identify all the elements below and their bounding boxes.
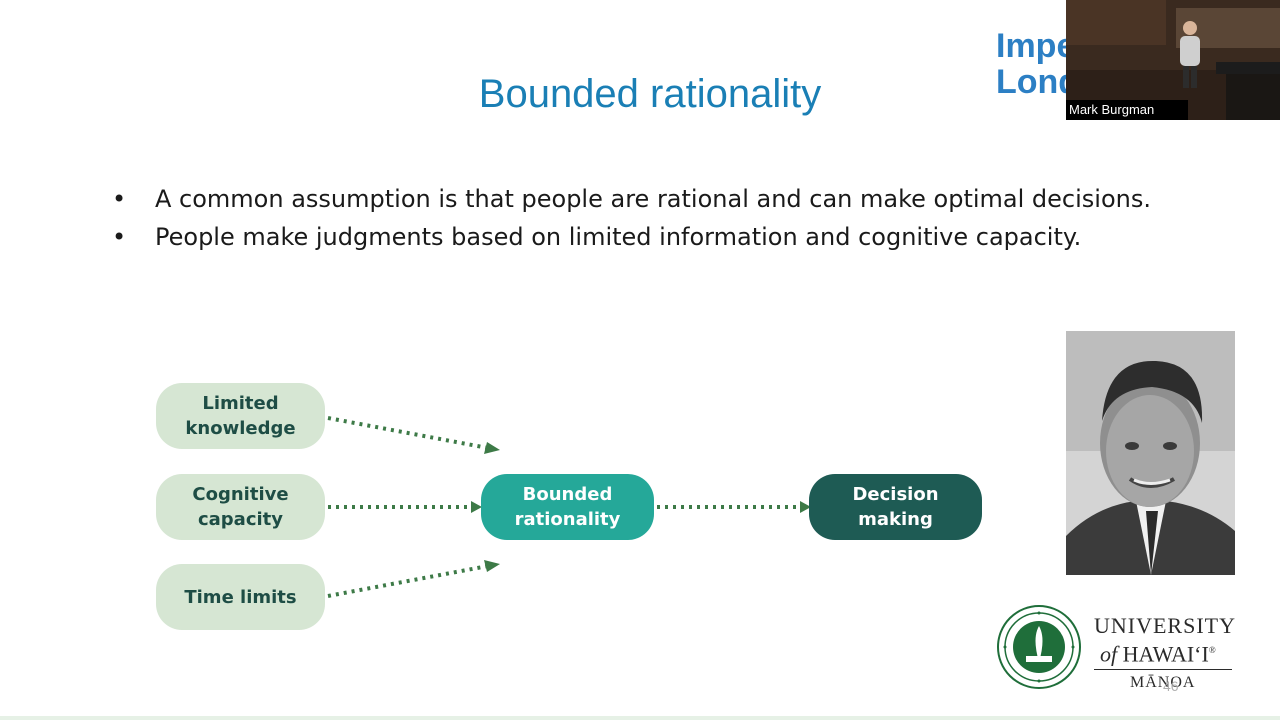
speaker-video[interactable] — [1066, 0, 1280, 120]
bullet-text: People make judgments based on limited i… — [155, 223, 1082, 251]
bullet-text: A common assumption is that people are r… — [155, 185, 1151, 213]
box-cognitive-capacity: Cognitive capacity — [156, 474, 325, 540]
logo-line: London — [996, 63, 1076, 100]
arrow-time-to-center — [327, 564, 489, 598]
speaker-video-image — [1066, 0, 1280, 120]
portrait-image — [1066, 331, 1235, 575]
imperial-logo: Imperial College London — [996, 28, 1076, 100]
arrowhead-decision — [800, 501, 811, 513]
uh-seal-icon — [997, 605, 1081, 689]
box-limited-knowledge: Limited knowledge — [156, 383, 325, 449]
uh-wordmark-line3: MĀNOA — [1130, 674, 1196, 692]
arrowhead-knowledge — [484, 442, 500, 454]
uh-wordmark-rule — [1094, 669, 1232, 671]
page-number: 46 — [1163, 678, 1179, 694]
arrowhead-time — [484, 560, 500, 572]
bullet-marker: • — [112, 185, 127, 213]
box-decision-making: Decision making — [809, 474, 982, 540]
uh-wordmark-of: of — [1100, 641, 1118, 667]
bullet-item: • A common assumption is that people are… — [112, 180, 1192, 218]
uh-wordmark: UNIVERSITY of HAWAIʻI® MĀNOA — [1094, 613, 1236, 692]
box-label: Limited knowledge — [185, 393, 296, 439]
speaker-name-label: Mark Burgman — [1066, 100, 1188, 120]
box-time-limits: Time limits — [156, 564, 325, 630]
box-bounded-rationality: Bounded rationality — [481, 474, 654, 540]
bullet-item: • People make judgments based on limited… — [112, 218, 1192, 256]
box-label: Decision making — [852, 484, 939, 530]
slide-title: Bounded rationality — [478, 72, 822, 116]
bottom-bar — [0, 716, 1280, 720]
uh-wordmark-name: HAWAIʻI — [1122, 641, 1209, 667]
portrait-photo — [1066, 331, 1235, 575]
box-label: Cognitive capacity — [192, 484, 289, 530]
bullet-marker: • — [112, 223, 127, 251]
uh-wordmark-line1: UNIVERSITY — [1094, 613, 1236, 638]
arrowhead-capacity — [471, 501, 482, 513]
arrow-knowledge-to-center — [327, 416, 489, 450]
uh-wordmark-line2: of HAWAIʻI® — [1094, 638, 1234, 666]
uh-wordmark-reg: ® — [1208, 645, 1216, 655]
box-label: Time limits — [184, 586, 297, 608]
logo-line: Imperial College — [996, 28, 1076, 65]
box-label: Bounded rationality — [514, 484, 621, 530]
bullet-list: • A common assumption is that people are… — [112, 180, 1192, 256]
